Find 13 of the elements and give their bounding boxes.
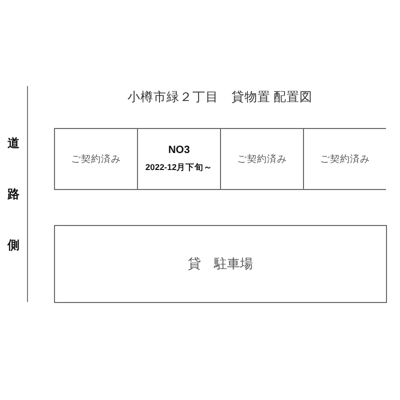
- storage-plot-box: [54, 128, 138, 190]
- status-text: ご契約済み: [320, 152, 370, 166]
- status-text: ご契約済み: [237, 152, 287, 166]
- storage-plot-box: [137, 128, 221, 190]
- plot-number: NO3: [168, 143, 190, 158]
- parking-area-box: [54, 225, 387, 303]
- storage-plot-box: [220, 128, 304, 190]
- availability-date: 2022-12月下旬～: [145, 161, 213, 174]
- status-text: ご契約済み: [71, 152, 121, 166]
- title: 小樽市緑２丁目 貸物置 配置図: [126, 89, 314, 106]
- storage-plot-box: [303, 128, 386, 190]
- road-side-label: 道路側: [7, 135, 20, 254]
- area-label: 貸 駐車場: [188, 255, 253, 273]
